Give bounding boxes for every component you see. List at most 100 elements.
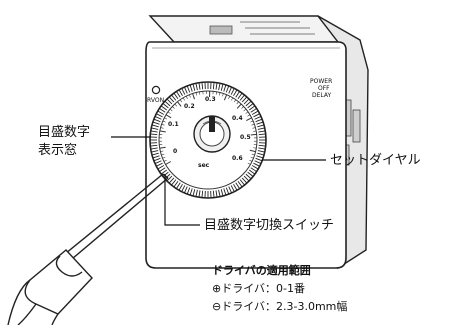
scale-tick xyxy=(228,95,231,99)
scale-tick xyxy=(165,114,172,119)
scale-number: 0.4 xyxy=(232,115,243,122)
knurl-line xyxy=(198,190,201,198)
knurl-line xyxy=(178,183,183,191)
knurl-line xyxy=(256,155,264,159)
scale-tick xyxy=(161,123,165,126)
scale-tick xyxy=(159,130,166,133)
knurl-line xyxy=(153,118,161,123)
knurl-line xyxy=(176,91,181,98)
scale-tick xyxy=(182,97,185,101)
knurl-line xyxy=(151,152,159,156)
knurl-line xyxy=(243,175,250,182)
scale-tick xyxy=(251,123,255,126)
knurl-line xyxy=(166,175,173,182)
knurl-line xyxy=(241,177,248,184)
knurl-line xyxy=(159,108,166,113)
knurl-line xyxy=(152,155,160,159)
knurl-line xyxy=(239,94,245,101)
knurl-line xyxy=(192,83,196,91)
callout-window-line1: 目盛数字 xyxy=(38,125,91,140)
knurl-line xyxy=(230,185,235,192)
callout-window-line2: 表示窓 xyxy=(38,143,78,158)
scale-tick xyxy=(161,153,165,156)
knurl-line xyxy=(189,84,193,92)
knurl-line xyxy=(157,110,165,115)
knurl-line xyxy=(235,91,240,98)
knurl-line xyxy=(160,105,168,111)
knurl-line xyxy=(186,85,191,93)
scale-tick xyxy=(253,147,257,149)
knurl-line xyxy=(253,162,260,167)
knurl-line xyxy=(156,113,163,118)
knurl-line xyxy=(166,98,173,105)
scale-number: 0.3 xyxy=(205,96,216,103)
scale-tick xyxy=(169,108,173,112)
scale-tick xyxy=(252,127,256,129)
knurl-line xyxy=(218,83,221,91)
knurl-line xyxy=(256,121,264,125)
driver-spec-minus: ⊖ドライバ：2.3-3.0mm幅 xyxy=(212,300,348,313)
knurl-line xyxy=(201,82,204,90)
knurl-line xyxy=(235,182,240,189)
knurl-line xyxy=(230,88,235,95)
knurl-line xyxy=(183,86,188,94)
knurl-line xyxy=(237,180,243,188)
dial-outer-ring xyxy=(149,81,267,199)
knurl-line xyxy=(253,113,260,118)
knurl-line xyxy=(250,167,257,172)
callout-switch: 目盛数字切換スイッチ xyxy=(204,218,335,233)
scale-tick xyxy=(192,93,195,100)
knurl-line xyxy=(153,157,161,162)
scale-tick xyxy=(250,133,257,136)
knurl-line xyxy=(171,94,177,101)
power-led xyxy=(151,85,161,95)
scale-tick xyxy=(241,106,244,109)
knurl-line xyxy=(258,144,266,147)
scale-tick xyxy=(222,93,224,97)
knurl-line xyxy=(156,162,163,167)
knurl-line xyxy=(223,188,227,196)
led-label: RVON xyxy=(147,97,165,104)
scale-tick xyxy=(249,149,256,153)
knurl-line xyxy=(151,150,159,153)
knurl-line xyxy=(233,89,238,97)
scale-number: 0.1 xyxy=(168,121,179,128)
knurl-line xyxy=(247,103,254,109)
knurl-line xyxy=(164,100,171,107)
knurl-line xyxy=(248,105,256,111)
knurl-line xyxy=(198,82,201,90)
scale-tick xyxy=(189,94,191,98)
knurl-line xyxy=(255,118,263,123)
knurl-line xyxy=(254,115,262,120)
scale-tick xyxy=(159,146,166,149)
knurl-line xyxy=(233,183,238,191)
scale-tick xyxy=(215,91,217,95)
device-top-face xyxy=(148,15,340,43)
scale-tick xyxy=(162,120,166,123)
knurl-line xyxy=(150,130,158,133)
knurl-line xyxy=(183,186,188,194)
scale-tick xyxy=(247,114,251,117)
knurl-line xyxy=(176,182,181,189)
knurl-line xyxy=(243,98,250,105)
knurl-line xyxy=(223,84,227,92)
knurl-line xyxy=(220,83,224,91)
knurl-line xyxy=(154,115,162,120)
knurl-line xyxy=(195,189,198,197)
scale-tick xyxy=(250,120,254,123)
knurl-line xyxy=(225,85,230,93)
knurl-line xyxy=(159,167,166,172)
scale-tick xyxy=(219,92,221,96)
scale-tick xyxy=(231,97,234,101)
knurl-line xyxy=(162,103,169,109)
knurl-line xyxy=(258,133,266,136)
knurl-line xyxy=(255,157,263,162)
scale-tick xyxy=(247,162,251,165)
knurl-line xyxy=(151,124,159,128)
knurl-line xyxy=(157,165,165,170)
knurl-line xyxy=(154,160,162,165)
screwdriver xyxy=(7,173,169,325)
scale-tick xyxy=(160,150,164,152)
